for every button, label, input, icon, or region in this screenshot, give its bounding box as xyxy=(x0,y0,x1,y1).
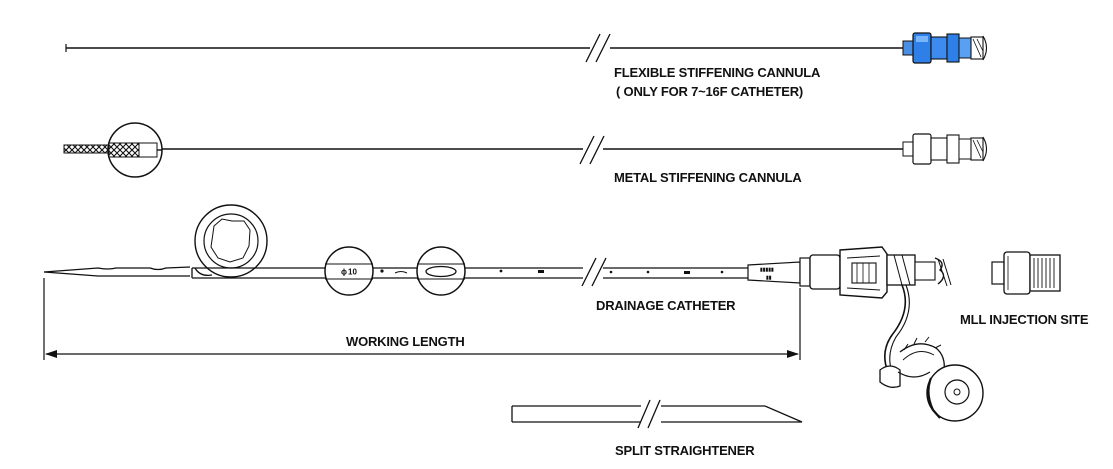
pigtail-loop xyxy=(194,204,268,278)
mll-injection-site-label: MLL INJECTION SITE xyxy=(960,312,1089,327)
break-mark-icon xyxy=(585,33,611,63)
mll-injection-site: MLL INJECTION SITE xyxy=(960,251,1089,327)
working-length-label: WORKING LENGTH xyxy=(346,334,465,349)
metal-cannula-label: METAL STIFFENING CANNULA xyxy=(614,170,802,185)
drainage-catheter: ϕ 10 ▮▮▮▮▮ ▮▮ xyxy=(43,204,984,422)
drainage-hole-detail xyxy=(416,246,466,296)
flexible-stiffening-cannula: FLEXIBLE STIFFENING CANNULA ( ONLY FOR 7… xyxy=(65,32,988,99)
luer-hub xyxy=(902,133,988,165)
split-straightener-label: SPLIT STRAIGHTENER xyxy=(615,443,755,458)
tether-cap xyxy=(879,284,984,422)
svg-text:▮▮▮▮▮: ▮▮▮▮▮ xyxy=(760,267,774,273)
drainage-catheter-label: DRAINAGE CATHETER xyxy=(596,298,736,313)
break-mark-icon xyxy=(581,257,607,287)
flexible-cannula-note: ( ONLY FOR 7~16F CATHETER) xyxy=(616,84,803,99)
break-mark-icon xyxy=(637,399,661,429)
catheter-hub: ▮▮▮▮▮ ▮▮ xyxy=(747,246,952,299)
working-length-dimension: WORKING LENGTH xyxy=(43,278,801,360)
svg-text:▮▮: ▮▮ xyxy=(766,275,772,281)
split-straightener: SPLIT STRAIGHTENER xyxy=(511,399,803,458)
diameter-symbol-icon: ϕ xyxy=(341,268,347,277)
radiopaque-marker-detail: ϕ 10 xyxy=(324,246,374,296)
metal-stiffening-cannula: METAL STIFFENING CANNULA xyxy=(63,122,988,185)
size-marking: 10 xyxy=(348,268,357,277)
flexible-cannula-label: FLEXIBLE STIFFENING CANNULA xyxy=(614,65,821,80)
magnified-tip-detail xyxy=(107,122,163,178)
blue-luer-hub xyxy=(902,32,988,64)
break-mark-icon xyxy=(579,135,605,165)
